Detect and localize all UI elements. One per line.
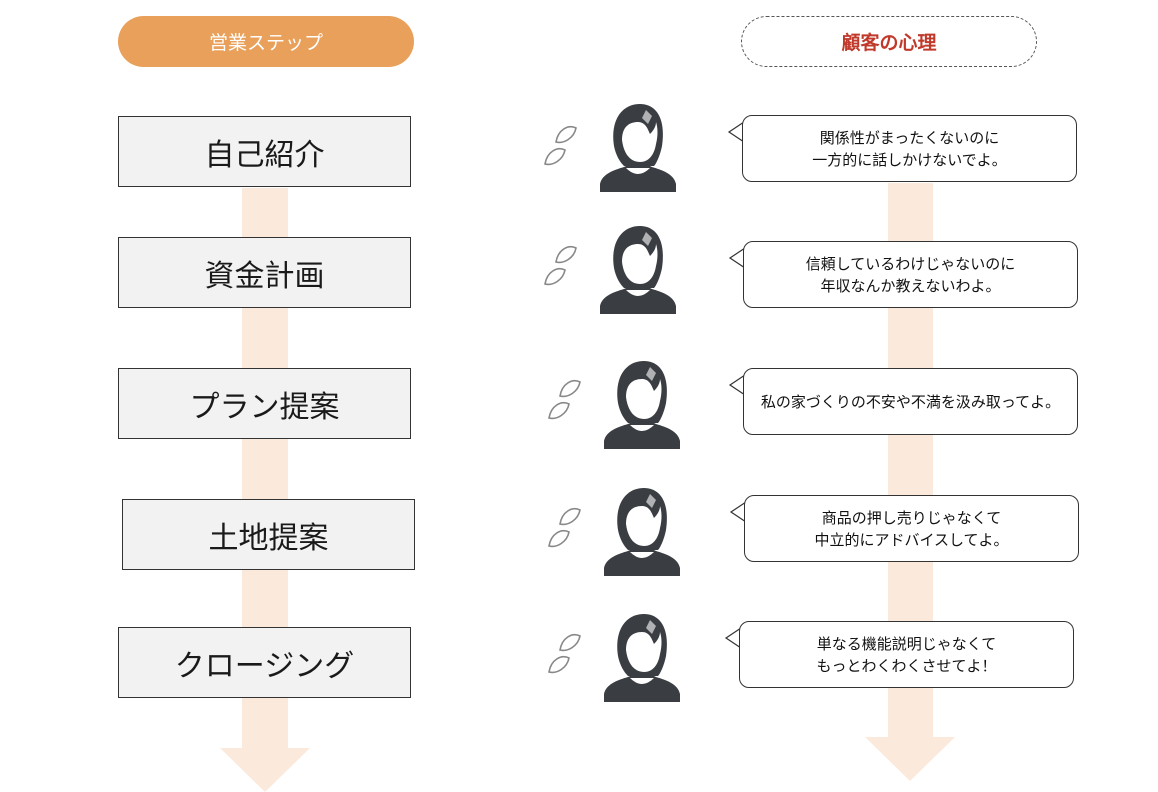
thought-text: 商品の押し売りじゃなくて 中立的にアドバイスしてよ。 bbox=[814, 508, 1009, 549]
thought-bubble: 単なる機能説明じゃなくて もっとわくわくさせてよ！ bbox=[739, 621, 1074, 688]
sweat-drops-icon bbox=[548, 634, 581, 674]
thought-bubble: 信頼しているわけじゃないのに 年収なんか教えないわよ。 bbox=[743, 241, 1078, 308]
sweat-drops-icon bbox=[548, 380, 581, 420]
step-land-proposal: 土地提案 bbox=[122, 499, 415, 570]
step-label: プラン提案 bbox=[189, 389, 340, 425]
woman-avatar-icon bbox=[604, 488, 680, 576]
customer-psychology-header: 顧客の心理 bbox=[741, 16, 1037, 67]
sweat-drops-icon bbox=[544, 126, 577, 166]
step-label: クロージング bbox=[174, 648, 355, 684]
woman-avatar-icon bbox=[600, 104, 676, 192]
thought-bubble: 関係性がまったくないのに 一方的に話しかけないでよ。 bbox=[742, 115, 1077, 182]
sweat-drops-icon bbox=[544, 246, 577, 286]
psychology-flow-arrow-head bbox=[865, 737, 955, 781]
step-label: 土地提案 bbox=[208, 520, 329, 556]
woman-avatar-icon bbox=[600, 226, 676, 314]
step-self-introduction: 自己紹介 bbox=[118, 116, 411, 187]
sales-steps-header: 営業ステップ bbox=[118, 16, 414, 67]
thought-bubble: 商品の押し売りじゃなくて 中立的にアドバイスしてよ。 bbox=[744, 495, 1079, 562]
speech-bubble-tail bbox=[724, 627, 742, 649]
thought-text: 単なる機能説明じゃなくて もっとわくわくさせてよ！ bbox=[816, 634, 997, 675]
woman-avatar-icon bbox=[604, 361, 680, 449]
speech-bubble-tail bbox=[729, 501, 747, 523]
step-label: 資金計画 bbox=[204, 258, 325, 294]
step-label: 自己紹介 bbox=[204, 137, 325, 173]
customer-psychology-header-label: 顧客の心理 bbox=[841, 32, 937, 54]
speech-bubble-tail bbox=[728, 247, 746, 269]
sweat-drops-icon bbox=[548, 508, 581, 548]
sales-flow-arrow-head bbox=[220, 748, 310, 792]
step-closing: クロージング bbox=[118, 627, 411, 698]
speech-bubble-tail bbox=[728, 374, 746, 396]
thought-text: 関係性がまったくないのに 一方的に話しかけないでよ。 bbox=[812, 128, 1007, 169]
thought-text: 信頼しているわけじゃないのに 年収なんか教えないわよ。 bbox=[805, 254, 1016, 295]
speech-bubble-tail bbox=[727, 121, 745, 143]
sales-steps-header-label: 営業ステップ bbox=[208, 32, 323, 54]
step-funding-plan: 資金計画 bbox=[118, 237, 411, 308]
step-plan-proposal: プラン提案 bbox=[118, 368, 411, 439]
thought-bubble: 私の家づくりの不安や不満を汲み取ってよ。 bbox=[743, 368, 1078, 435]
woman-avatar-icon bbox=[604, 614, 680, 702]
thought-text: 私の家づくりの不安や不満を汲み取ってよ。 bbox=[760, 392, 1061, 411]
